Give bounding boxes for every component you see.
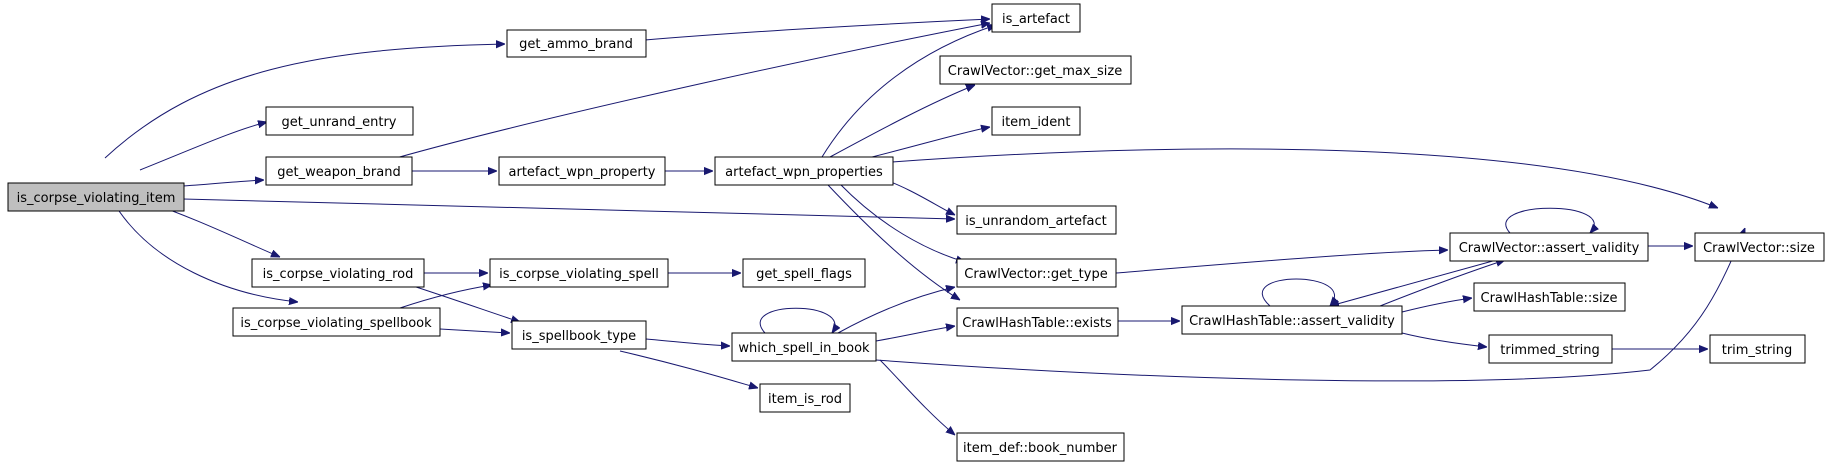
edge-wpn-properties-to-is-artefact	[821, 25, 996, 158]
edge-ammo-brand-to-is-artefact	[644, 19, 990, 41]
node-item-def-book-number[interactable]: item_def::book_number	[956, 432, 1125, 462]
node-label: CrawlVector::get_type	[964, 267, 1107, 282]
edge-vector-assert-self-loop	[1505, 207, 1594, 233]
node-is-corpse-violating-item[interactable]: is_corpse_violating_item	[7, 182, 185, 212]
node-crawlvector-size[interactable]: CrawlVector::size	[1694, 232, 1825, 262]
node-label: item_def::book_number	[963, 441, 1118, 456]
edge-item-to-unrand-entry	[139, 122, 267, 171]
node-item-is-rod[interactable]: item_is_rod	[759, 383, 851, 413]
node-is-corpse-violating-rod[interactable]: is_corpse_violating_rod	[251, 258, 425, 288]
node-label: item_ident	[1001, 115, 1070, 130]
node-crawlhashtable-assert-validity[interactable]: CrawlHashTable::assert_validity	[1181, 305, 1403, 335]
edge-weapon-brand-to-is-artefact	[395, 23, 990, 159]
node-crawlhashtable-size[interactable]: CrawlHashTable::size	[1473, 282, 1626, 312]
node-label: item_is_rod	[768, 392, 842, 407]
node-label: is_unrandom_artefact	[965, 214, 1106, 229]
edge-wpn-properties-to-crawlvector-size	[891, 148, 1718, 209]
node-label: which_spell_in_book	[738, 341, 870, 356]
node-get-ammo-brand[interactable]: get_ammo_brand	[506, 29, 647, 58]
edge-wpn-properties-to-item-ident	[867, 127, 990, 159]
edge-hashtable-assert-self-loop	[1261, 278, 1334, 306]
node-is-spellbook-type[interactable]: is_spellbook_type	[511, 320, 647, 350]
node-label: CrawlVector::get_max_size	[948, 64, 1122, 79]
node-is-corpse-violating-spell[interactable]: is_corpse_violating_spell	[489, 258, 669, 288]
node-is-corpse-violating-spellbook[interactable]: is_corpse_violating_spellbook	[232, 307, 441, 337]
edge-hashtable-assert-to-trimmed-string	[1401, 332, 1487, 347]
node-crawlvector-get-type[interactable]: CrawlVector::get_type	[956, 258, 1117, 288]
node-label: is_corpse_violating_rod	[263, 267, 414, 282]
edges	[104, 19, 1746, 435]
edge-get-type-to-vector-assert	[1115, 250, 1448, 274]
edge-spellbook-type-to-which-spell	[645, 338, 730, 346]
node-label: get_spell_flags	[756, 267, 852, 282]
node-label: is_spellbook_type	[522, 329, 636, 344]
node-is-unrandom-artefact[interactable]: is_unrandom_artefact	[956, 205, 1117, 235]
node-label: CrawlHashTable::exists	[962, 316, 1112, 331]
node-label: trimmed_string	[1500, 343, 1599, 358]
edge-wpn-properties-to-get-max-size	[829, 84, 975, 158]
node-get-weapon-brand[interactable]: get_weapon_brand	[265, 156, 413, 186]
node-artefact-wpn-properties[interactable]: artefact_wpn_properties	[714, 156, 894, 186]
node-get-unrand-entry[interactable]: get_unrand_entry	[265, 106, 414, 136]
node-label: is_artefact	[1002, 12, 1070, 27]
edge-hashtable-assert-to-vector-assert	[1369, 260, 1505, 311]
edge-item-to-violating-spellbook	[111, 199, 298, 302]
edge-which-spell-self-loop	[759, 307, 835, 333]
node-is-artefact[interactable]: is_artefact	[991, 3, 1081, 33]
node-label: is_corpse_violating_spell	[499, 267, 659, 282]
edge-which-spell-to-get-type	[837, 287, 955, 334]
edge-spellbook-type-to-item-is-rod	[619, 350, 758, 388]
edge-wpn-properties-to-get-type	[839, 183, 965, 262]
node-get-spell-flags[interactable]: get_spell_flags	[742, 258, 866, 288]
edge-spellbook-to-spellbook-type	[439, 329, 510, 333]
node-artefact-wpn-property[interactable]: artefact_wpn_property	[498, 156, 666, 186]
edge-item-to-ammo-brand	[104, 44, 505, 159]
node-label: CrawlHashTable::assert_validity	[1189, 314, 1395, 329]
edge-spellbook-to-violating-spell	[399, 285, 492, 309]
edge-which-spell-to-hashtable-exists	[875, 326, 955, 342]
edge-which-spell-to-book-number	[879, 359, 955, 435]
node-label: CrawlVector::assert_validity	[1459, 241, 1640, 256]
node-label: is_corpse_violating_item	[17, 191, 176, 206]
node-label: artefact_wpn_properties	[725, 165, 883, 180]
node-trimmed-string[interactable]: trimmed_string	[1488, 334, 1613, 364]
node-label: get_weapon_brand	[277, 165, 400, 180]
node-trim-string[interactable]: trim_string	[1709, 334, 1806, 364]
edge-which-spell-to-crawlvector-size	[875, 228, 1746, 382]
node-crawlvector-assert-validity[interactable]: CrawlVector::assert_validity	[1449, 232, 1649, 262]
node-label: get_unrand_entry	[281, 115, 396, 130]
node-crawlvector-get-max-size[interactable]: CrawlVector::get_max_size	[939, 55, 1132, 85]
edge-hashtable-assert-to-hashtable-size	[1401, 298, 1472, 313]
node-label: CrawlHashTable::size	[1481, 291, 1618, 306]
node-label: is_corpse_violating_spellbook	[240, 316, 432, 331]
node-label: artefact_wpn_property	[509, 165, 656, 180]
node-which-spell-in-book[interactable]: which_spell_in_book	[731, 332, 877, 362]
node-item-ident[interactable]: item_ident	[991, 106, 1081, 136]
node-label: get_ammo_brand	[519, 37, 633, 52]
edge-item-to-weapon-brand	[182, 180, 264, 187]
node-label: trim_string	[1722, 343, 1793, 358]
edge-rod-to-spellbook-type	[409, 284, 520, 322]
edge-item-to-unrandom-artefact	[182, 198, 955, 219]
node-label: CrawlVector::size	[1703, 241, 1815, 256]
node-crawlhashtable-exists[interactable]: CrawlHashTable::exists	[956, 307, 1119, 337]
edge-vector-assert-to-hashtable-assert	[1330, 258, 1501, 306]
